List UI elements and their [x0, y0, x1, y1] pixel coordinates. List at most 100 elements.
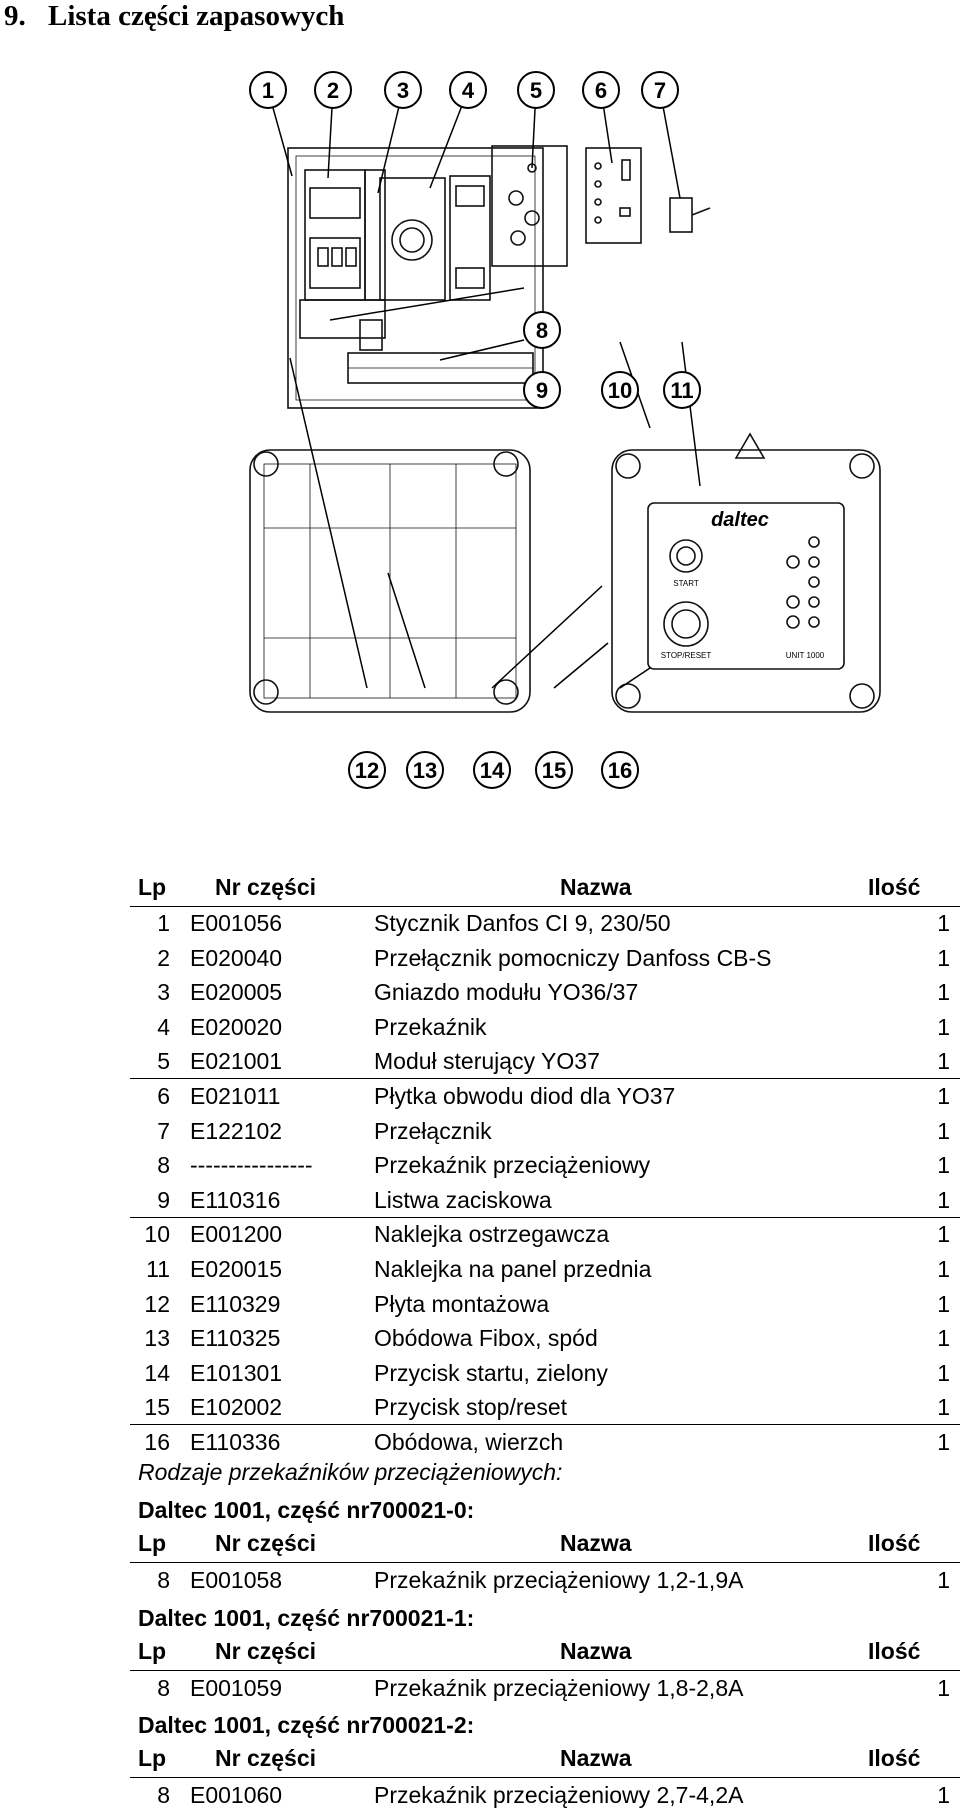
- callout-12: 12: [355, 758, 379, 783]
- parts-row-15-lp: 15: [144, 1394, 170, 1421]
- callout-14: 14: [480, 758, 505, 783]
- relay-row-0-qty: 1: [937, 1567, 950, 1593]
- relay-row-2-lp: 8: [157, 1782, 170, 1808]
- box-bottom: [249, 449, 531, 713]
- parts-row-1-nr: E001056: [190, 910, 283, 936]
- panel-unit-label: UNIT 1000: [786, 651, 825, 660]
- parts-row-7-qty: 1: [937, 1117, 950, 1144]
- parts-row-8-name: Przekaźnik przeciążeniowy: [374, 1152, 651, 1179]
- parts-row-14-qty: 1: [937, 1359, 950, 1386]
- parts-row-5-lp: 5: [157, 1048, 170, 1075]
- header-rule: [130, 1670, 960, 1671]
- parts-row-4-qty: 1: [937, 1013, 950, 1040]
- parts-row-2-qty: 1: [937, 944, 950, 971]
- parts-row-9-name: Listwa zaciskowa: [374, 1186, 552, 1213]
- stop-reset-button: [663, 601, 709, 647]
- parts-row-16-name: Obódowa, wierzch: [374, 1429, 564, 1455]
- section-heading: 9. Lista części zapasowych: [4, 0, 344, 33]
- header-qty: Ilość: [868, 874, 921, 900]
- row-divider: [130, 1216, 960, 1218]
- parts-row-15-name: Przycisk stop/reset: [374, 1394, 567, 1421]
- parts-row-9-nr: E110316: [190, 1186, 281, 1213]
- parts-row-8-qty: 1: [937, 1152, 950, 1179]
- parts-row-13-name: Obódowa Fibox, spód: [374, 1325, 598, 1352]
- parts-row-14-name: Przycisk startu, zielony: [374, 1359, 608, 1386]
- relay-row-1-qty: 1: [937, 1675, 950, 1701]
- parts-row-9-lp: 9: [157, 1186, 170, 1213]
- callout-6: 6: [595, 78, 607, 103]
- parts-row-3-name: Gniazdo modułu YO36/37: [374, 979, 639, 1006]
- toggle-switch: [669, 197, 693, 233]
- relay-types-note: Rodzaje przekaźników przeciążeniowych:: [138, 1459, 563, 1485]
- relay-row-1-name: Przekaźnik przeciążeniowy 1,8-2,8A: [374, 1675, 744, 1701]
- parts-row-12-lp: 12: [144, 1290, 170, 1317]
- box-lid: [611, 449, 881, 713]
- parts-row-11-qty: 1: [937, 1256, 950, 1282]
- header-lp: Lp: [138, 1745, 167, 1771]
- parts-row-16-lp: 16: [144, 1429, 170, 1455]
- parts-row-7-name: Przełącznik: [374, 1117, 492, 1144]
- parts-row-16-nr: E110336: [190, 1429, 281, 1455]
- header-nr: Nr części: [215, 1745, 317, 1771]
- panel-stop-label: STOP/RESET: [661, 651, 712, 660]
- header-lp: Lp: [138, 874, 167, 900]
- panel-brand: daltec: [711, 509, 769, 531]
- row-divider: [130, 1424, 960, 1426]
- parts-row-9-qty: 1: [937, 1186, 950, 1213]
- parts-row-8-lp: 8: [157, 1152, 170, 1179]
- callout-16: 16: [608, 758, 632, 783]
- callout-11: 11: [670, 378, 693, 403]
- parts-row-12-qty: 1: [937, 1290, 950, 1317]
- contactor: [304, 169, 366, 301]
- parts-row-5-qty: 1: [937, 1048, 950, 1075]
- parts-row-1-name: Stycznik Danfos CI 9, 230/50: [374, 910, 671, 936]
- header-rule: [130, 1777, 960, 1778]
- header-rule: [130, 906, 960, 907]
- header-nr: Nr części: [215, 1530, 317, 1556]
- header-qty: Ilość: [868, 1745, 921, 1771]
- header-name: Nazwa: [560, 1638, 632, 1664]
- parts-row-16-qty: 1: [937, 1429, 950, 1455]
- header-nr: Nr części: [215, 1638, 317, 1664]
- callout-10: 10: [608, 378, 632, 403]
- aux-switch: [364, 169, 386, 301]
- parts-row-4-lp: 4: [157, 1013, 170, 1040]
- relay-row-2-name: Przekaźnik przeciążeniowy 2,7-4,2A: [374, 1782, 744, 1808]
- relay-section-title: Daltec 1001, część nr700021-1:: [138, 1605, 475, 1631]
- parts-row-12-name: Płyta montażowa: [374, 1290, 550, 1317]
- header-name: Nazwa: [560, 1745, 632, 1771]
- parts-row-13-nr: E110325: [190, 1325, 281, 1352]
- parts-row-15-nr: E102002: [190, 1394, 283, 1421]
- relay-row-2-nr: E001060: [190, 1782, 283, 1808]
- relay-section-title: Daltec 1001, część nr700021-2:: [138, 1712, 475, 1738]
- callout-7: 7: [654, 78, 666, 103]
- parts-row-6-lp: 6: [157, 1083, 170, 1109]
- header-qty: Ilość: [868, 1638, 921, 1664]
- section-number: 9.: [4, 0, 26, 32]
- parts-row-12-nr: E110329: [190, 1290, 281, 1317]
- header-name: Nazwa: [560, 874, 632, 900]
- mounting-plate: [287, 147, 544, 409]
- relay: [449, 175, 491, 301]
- header-lp: Lp: [138, 1530, 167, 1556]
- parts-row-3-lp: 3: [157, 979, 170, 1006]
- parts-row-2-nr: E020040: [190, 944, 283, 971]
- parts-row-4-name: Przekaźnik: [374, 1013, 487, 1040]
- parts-row-11-nr: E020015: [190, 1256, 283, 1282]
- callout-15: 15: [542, 758, 566, 783]
- parts-row-8-nr: ----------------: [190, 1152, 313, 1179]
- parts-row-4-nr: E020020: [190, 1013, 283, 1040]
- callout-3: 3: [397, 78, 409, 103]
- parts-row-10-qty: 1: [937, 1221, 950, 1248]
- header-lp: Lp: [138, 1638, 167, 1664]
- section-title: Lista części zapasowych: [48, 0, 345, 32]
- parts-row-3-nr: E020005: [190, 979, 283, 1006]
- parts-row-13-lp: 13: [144, 1325, 170, 1352]
- relay-row-1-nr: E001059: [190, 1675, 283, 1701]
- header-nr: Nr części: [215, 874, 317, 900]
- parts-row-11-lp: 11: [146, 1256, 170, 1282]
- header-name: Nazwa: [560, 1530, 632, 1556]
- parts-row-2-name: Przełącznik pomocniczy Danfoss CB-S: [374, 944, 772, 971]
- parts-row-6-nr: E021011: [190, 1083, 281, 1109]
- parts-row-10-name: Naklejka ostrzegawcza: [374, 1221, 610, 1248]
